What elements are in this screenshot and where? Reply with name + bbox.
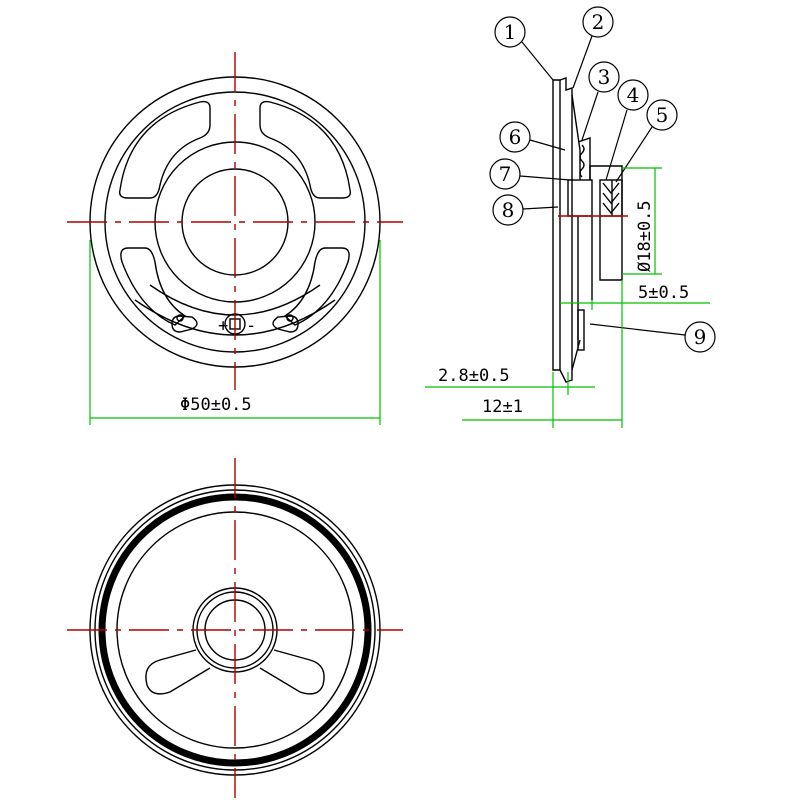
callout-numbers: 1 2 3 4 5 6 7 8 9	[499, 10, 707, 349]
terminal-minus: -	[246, 316, 256, 336]
callout-7: 7	[499, 162, 512, 186]
callout-2: 2	[592, 10, 605, 34]
callout-5: 5	[656, 103, 669, 127]
callout-4: 4	[627, 83, 640, 107]
magnet-diameter-label: Ø18±0.5	[635, 200, 655, 272]
callouts	[489, 6, 716, 353]
callout-8: 8	[502, 198, 515, 222]
dimension-lines	[89, 167, 710, 428]
total-depth-label: 12±1	[482, 397, 523, 417]
cone-offset-label: 2.8±0.5	[438, 366, 510, 386]
callout-3: 3	[598, 65, 611, 89]
front-diameter-label: Φ50±0.5	[180, 395, 252, 415]
magnet-height-label: 5±0.5	[638, 283, 689, 303]
side-view	[552, 77, 623, 383]
callout-9: 9	[694, 325, 707, 349]
callout-1: 1	[504, 20, 517, 44]
terminal-plus: +	[218, 316, 228, 336]
centerlines	[67, 52, 628, 798]
callout-6: 6	[509, 125, 522, 149]
